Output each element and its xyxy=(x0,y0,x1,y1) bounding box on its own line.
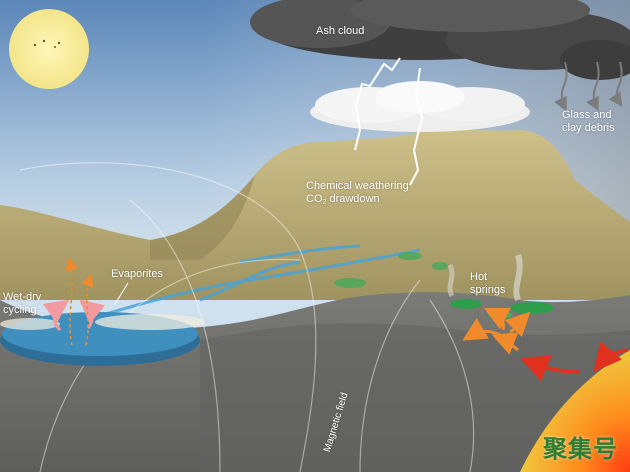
drawdown-text: drawdown xyxy=(326,193,380,205)
watermark-logo: 聚集号 xyxy=(543,435,618,463)
label-evaporites: Evaporites xyxy=(111,268,163,280)
mountain-shadow xyxy=(150,175,255,260)
hydrothermal-arrows-red xyxy=(520,341,629,382)
co-text: CO xyxy=(306,193,323,205)
label-chem-line2: CO2 drawdown xyxy=(306,193,409,209)
hot-springs xyxy=(447,254,554,319)
label-glass-line2: clay debris xyxy=(562,122,615,134)
magma xyxy=(520,350,630,472)
green-pools xyxy=(334,252,448,288)
label-hot-line2: springs xyxy=(470,284,506,296)
label-hot-springs: Hot springs xyxy=(470,271,505,297)
evaporite-arrows xyxy=(65,257,94,346)
ash-cloud xyxy=(250,0,630,80)
label-ash-cloud: Ash cloud xyxy=(316,25,365,37)
evaporite-pointer xyxy=(114,282,129,305)
label-glass-line1: Glass and xyxy=(562,109,612,121)
sun-specks xyxy=(33,39,61,48)
label-hot-line1: Hot xyxy=(470,271,488,283)
label-wet-dry-cycling: Wet-dry cycling xyxy=(3,291,41,317)
label-chemical-weathering: Chemical weathering CO2 drawdown xyxy=(306,180,409,209)
label-glass-clay-debris: Glass and clay debris xyxy=(562,109,615,135)
low-cloud xyxy=(310,81,530,132)
hydrothermal-arrows-orange xyxy=(462,307,531,355)
rivers xyxy=(79,244,421,324)
co2-subscript: 2 xyxy=(322,199,327,206)
sun xyxy=(9,9,89,89)
label-chem-line1: Chemical weathering xyxy=(306,180,409,192)
debris-fall-arrows xyxy=(554,61,623,112)
lightning xyxy=(354,57,424,186)
label-wetdry-line1: Wet-dry xyxy=(3,291,42,303)
label-wetdry-line2: cycling xyxy=(3,304,37,316)
